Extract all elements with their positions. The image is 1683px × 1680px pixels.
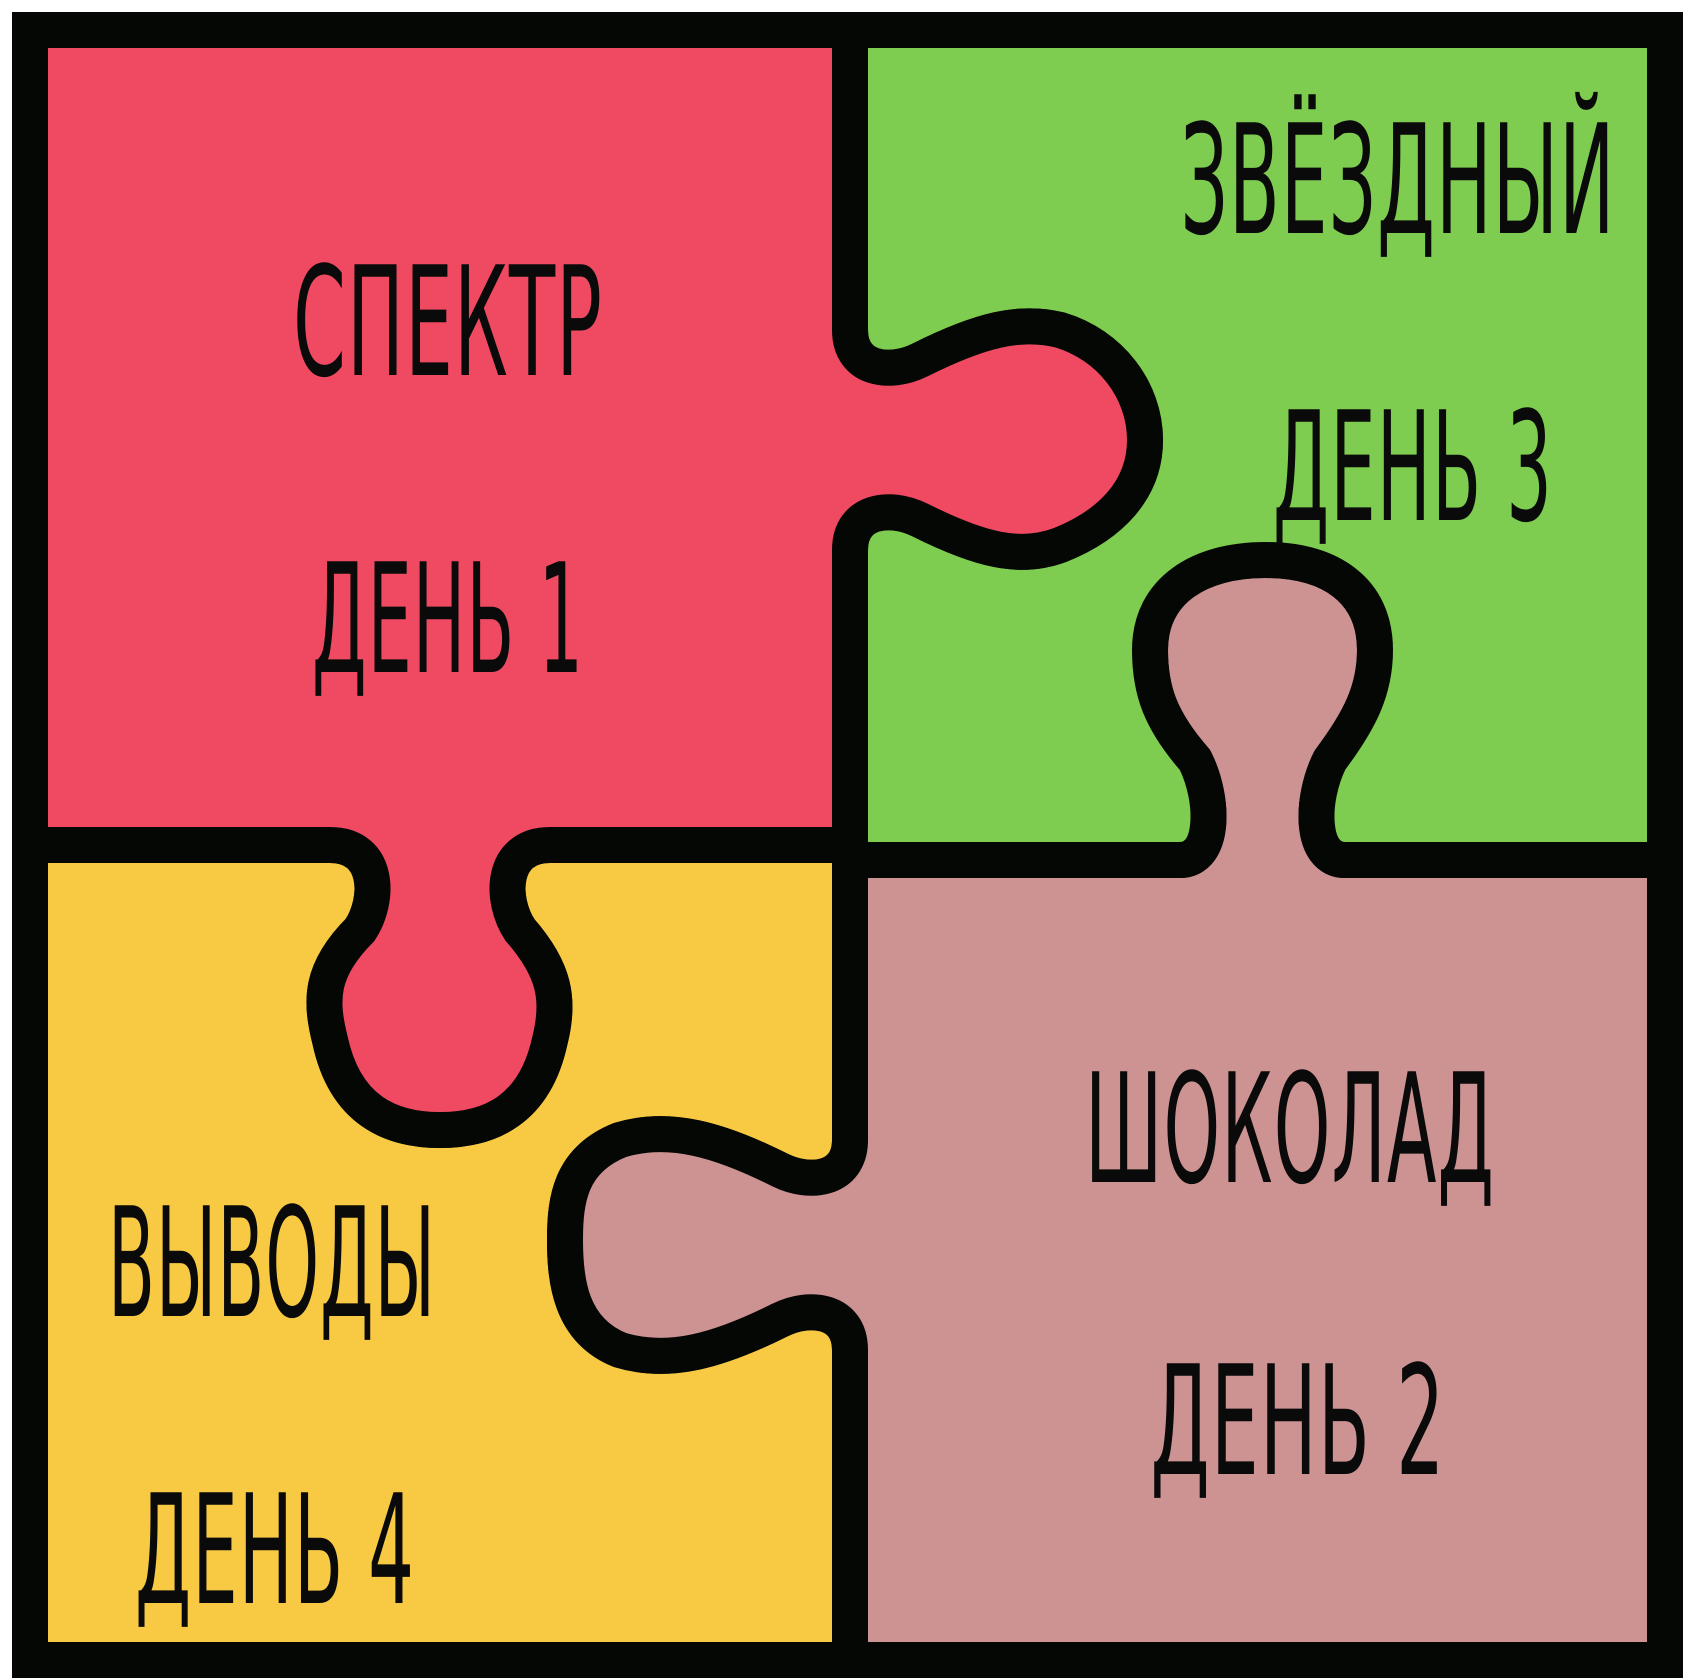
- label-shokolad-day: ДЕНЬ 2: [1151, 1333, 1446, 1510]
- label-spektr-day: ДЕНЬ 1: [312, 531, 584, 708]
- label-zvezdny-title: ЗВЁЗДНЫЙ: [1181, 92, 1616, 269]
- label-spektr-title: СПЕКТР: [293, 234, 603, 411]
- label-zvezdny-day: ДЕНЬ 3: [1273, 379, 1553, 556]
- label-shokolad-title: ШОКОЛАД: [1085, 1041, 1495, 1218]
- label-vyvody-title: ВЫВОДЫ: [108, 1175, 436, 1352]
- label-vyvody-day: ДЕНЬ 4: [135, 1462, 415, 1639]
